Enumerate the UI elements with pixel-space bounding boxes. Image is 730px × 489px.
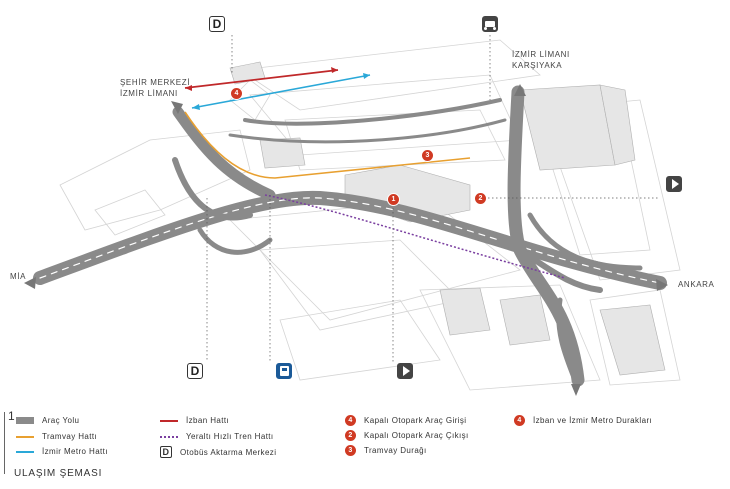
metro-line: [191, 74, 371, 109]
truck-icon: [482, 16, 498, 32]
legend-item-izban-metro-stops: 4 İzban ve İzmir Metro Durakları: [514, 415, 652, 426]
direction-arrow-icon-right: [666, 176, 682, 192]
marker-2: 2: [474, 192, 487, 205]
tram-swatch: [16, 435, 34, 438]
izban-line: [184, 69, 339, 89]
marker-3: 3: [421, 149, 434, 162]
metro-swatch: [16, 450, 34, 453]
bus-transfer-d-top-icon: D: [209, 16, 225, 32]
bus-transfer-d-icon: D: [160, 446, 172, 458]
buildings: [229, 61, 666, 376]
direction-arrow-icon-bottom: [397, 363, 413, 379]
legend-item-road: Araç Yolu: [16, 416, 79, 425]
legend-item-tram: Tramvay Hattı: [16, 432, 97, 441]
figure-number: 1: [8, 409, 16, 423]
legend-item-tram-stop: 3 Tramvay Durağı: [345, 445, 427, 456]
legend-item-train: Yeraltı Hızlı Tren Hattı: [160, 432, 274, 441]
label-karsiyaka: KARŞIYAKA: [512, 61, 563, 70]
marker-1: 1: [387, 193, 400, 206]
label-ankara: ANKARA: [678, 280, 715, 289]
label-sehir-merkezi: ŞEHİR MERKEZİ: [120, 78, 191, 87]
direction-arrows: [24, 84, 668, 396]
marker-4: 4: [230, 87, 243, 100]
izban-swatch: [160, 419, 178, 422]
bus-transfer-d-bottom-icon: D: [187, 363, 203, 379]
legend-bracket: [4, 412, 5, 474]
roads: [33, 85, 667, 387]
label-izmir-limani-right: İZMİR LİMANI: [512, 50, 570, 59]
legend-item-parking-entry: 4 Kapalı Otopark Araç Girişi: [345, 415, 466, 426]
legend-title: ULAŞIM ŞEMASI: [14, 468, 103, 479]
road-swatch: [16, 417, 34, 424]
parking-icon: [276, 363, 292, 379]
guide-lines: [206, 35, 660, 362]
train-swatch: [160, 435, 178, 438]
legend-item-bus-transfer: D Otobüs Aktarma Merkezi: [160, 446, 276, 458]
label-mia: MİA: [10, 272, 27, 281]
legend-item-parking-exit: 2 Kapalı Otopark Araç Çıkışı: [345, 430, 469, 441]
tram-line: [184, 111, 471, 179]
legend-item-izban: İzban Hattı: [160, 416, 229, 425]
legend-item-metro: İzmir Metro Hattı: [16, 447, 108, 456]
label-izmir-limani-left: İZMİR LİMANI: [120, 89, 178, 98]
